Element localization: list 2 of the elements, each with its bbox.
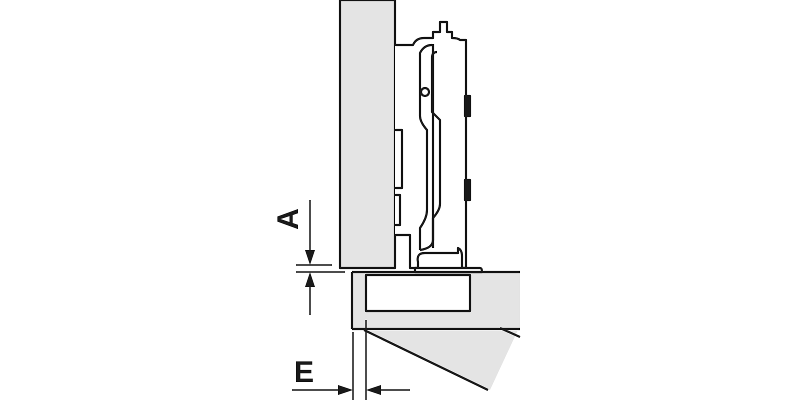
- dimension-label: A: [274, 208, 304, 230]
- dimension-label: E: [294, 358, 314, 388]
